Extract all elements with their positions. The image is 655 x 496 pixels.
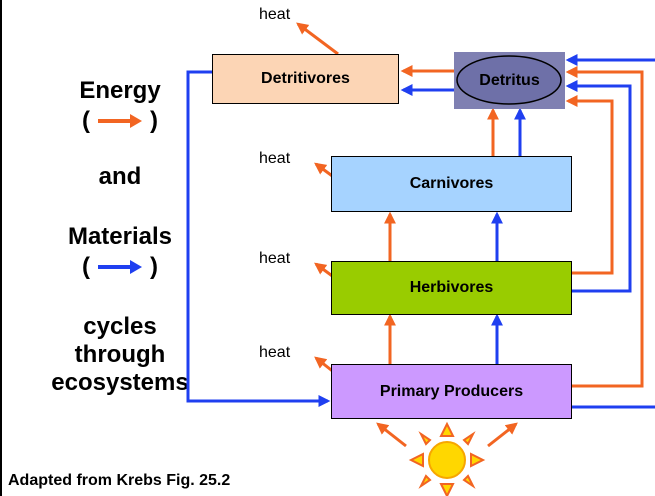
- left-border: [0, 0, 2, 496]
- legend-materials-paren-close: ): [150, 253, 158, 280]
- legend-materials-label: Materials: [67, 223, 173, 250]
- heat-label-herbivores: heat: [259, 250, 291, 267]
- detritus-ellipse: [456, 55, 562, 105]
- energy-arrow-herbivores-to-detritus: [565, 95, 614, 275]
- detritus-box: Detritus: [454, 52, 565, 109]
- heat-arrow-detritivores: [296, 22, 339, 56]
- figure-credit: Adapted from Krebs Fig. 25.2: [8, 472, 231, 489]
- detritivores-box: Detritivores: [212, 54, 399, 104]
- carnivores-label: Carnivores: [409, 175, 494, 192]
- heat-label-producers: heat: [259, 344, 291, 361]
- energy-arrow-producers-to-detritus: [565, 66, 644, 388]
- energy-arrow-sun-to-producers-left: [376, 422, 407, 448]
- carnivores-box: Carnivores: [331, 156, 572, 212]
- energy-arrow-icon: [98, 114, 142, 128]
- heat-label-carnivores: heat: [259, 150, 291, 167]
- detritivores-label: Detritivores: [261, 70, 350, 87]
- legend-caption-line-3: ecosystems: [51, 369, 189, 396]
- legend-energy-key: ( ): [0, 106, 240, 136]
- materials-arrow-detritivores-to-producers: [186, 70, 331, 407]
- herbivores-box: Herbivores: [331, 261, 572, 315]
- detritus-label: Detritus: [479, 71, 540, 89]
- legend-energy-paren-close: ): [150, 107, 158, 134]
- energy-arrow-sun-to-producers-right: [487, 422, 518, 448]
- legend-and-label: and: [98, 163, 142, 190]
- primary-producers-label: Primary Producers: [379, 382, 524, 400]
- legend-materials-key: ( ): [0, 252, 240, 282]
- sun-icon: [408, 421, 486, 496]
- legend-caption-line-1: cycles: [83, 313, 157, 340]
- materials-arrow-icon: [98, 260, 142, 274]
- materials-arrow-herbivores-to-detritus: [565, 80, 632, 293]
- legend-materials-paren-open: (: [82, 253, 90, 280]
- legend-energy-label: Energy: [79, 77, 161, 104]
- legend-caption-line-2: through: [74, 341, 166, 368]
- legend-energy-paren-open: (: [82, 107, 90, 134]
- heat-label-detritivores: heat: [259, 6, 291, 23]
- primary-producers-box: Primary Producers: [331, 364, 572, 419]
- herbivores-label: Herbivores: [409, 279, 494, 296]
